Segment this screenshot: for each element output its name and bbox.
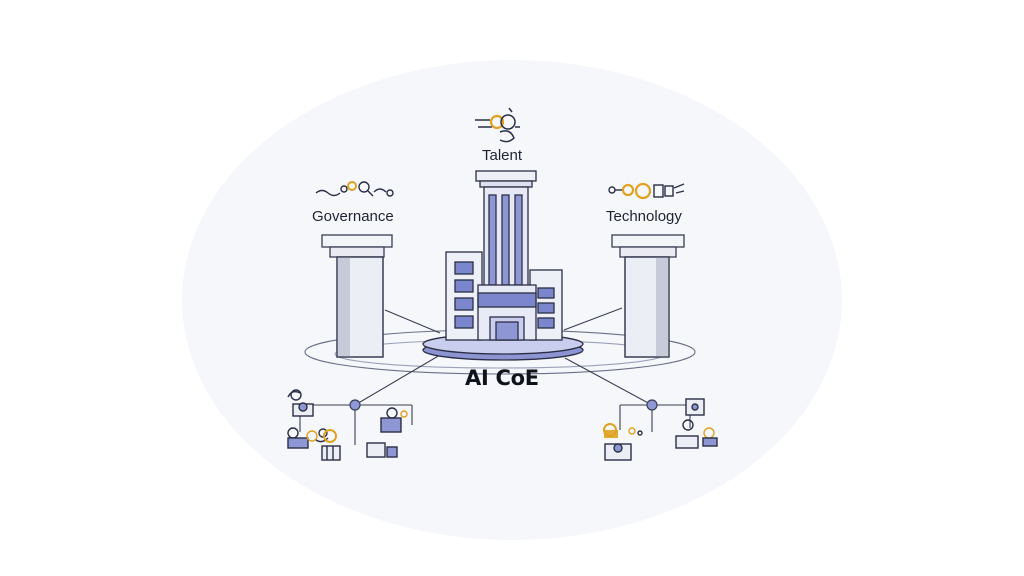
circuit-gear-icon — [608, 182, 685, 200]
governance-label: Governance — [312, 208, 394, 225]
governance-pillar — [321, 234, 393, 358]
talent-label: Talent — [482, 147, 523, 164]
people-gear-icon — [475, 107, 520, 143]
technology-pillar — [611, 234, 685, 358]
central-building — [422, 170, 584, 361]
magnifier-network-icon — [315, 181, 394, 197]
team-people-icon — [603, 398, 718, 461]
team-people-icon — [287, 389, 408, 461]
connector-nodes — [349, 399, 658, 411]
ai-coe-label: AI CoE — [465, 366, 539, 390]
technology-label: Technology — [606, 208, 682, 225]
